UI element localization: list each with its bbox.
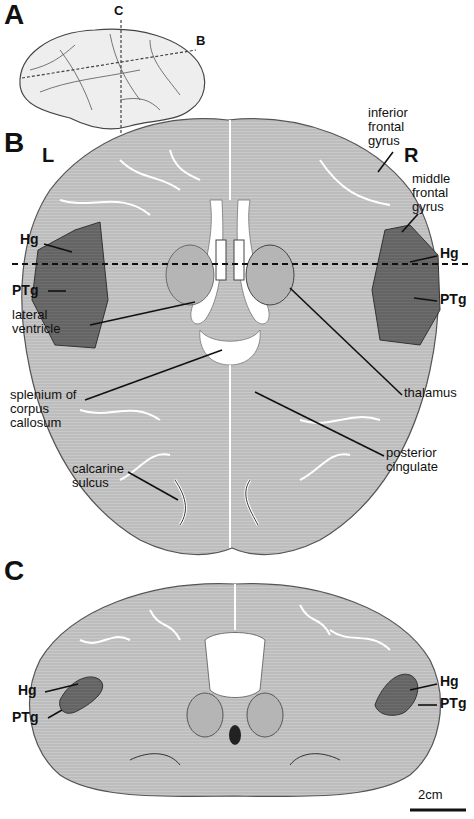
anatomy-label: splenium of corpus callosum bbox=[10, 388, 92, 430]
section-marker: B bbox=[196, 34, 216, 48]
region-label: PTg bbox=[440, 292, 474, 306]
hemisphere-label: R bbox=[404, 144, 428, 166]
scale-bar bbox=[410, 809, 466, 812]
region-label: Hg bbox=[440, 674, 470, 688]
panel-letter: B bbox=[4, 128, 44, 158]
anatomy-label: calcarine sulcus bbox=[72, 462, 138, 490]
region-label: PTg bbox=[12, 710, 52, 724]
region-label: Hg bbox=[440, 246, 470, 260]
region-label: Hg bbox=[18, 683, 48, 697]
region-label: PTg bbox=[12, 283, 52, 297]
panel-letter: C bbox=[4, 556, 44, 586]
anatomy-label: middle frontal gyrus bbox=[412, 172, 472, 214]
panel-letter: A bbox=[4, 0, 44, 30]
region-label: PTg bbox=[440, 696, 474, 710]
anatomy-label: lateral ventricle bbox=[12, 308, 92, 336]
anatomy-label: inferior frontal gyrus bbox=[368, 106, 430, 148]
lateral-brain-view bbox=[20, 20, 205, 134]
section-marker: C bbox=[114, 4, 134, 18]
leader-lines bbox=[44, 152, 437, 718]
hemisphere-label: L bbox=[42, 144, 66, 166]
anatomy-label: thalamus bbox=[404, 386, 474, 400]
coronal-slice bbox=[30, 584, 441, 797]
axial-slice bbox=[12, 119, 470, 555]
scale-label: 2cm bbox=[418, 788, 468, 802]
region-label: Hg bbox=[20, 232, 50, 246]
anatomy-label: posterior cingulate bbox=[386, 446, 466, 474]
